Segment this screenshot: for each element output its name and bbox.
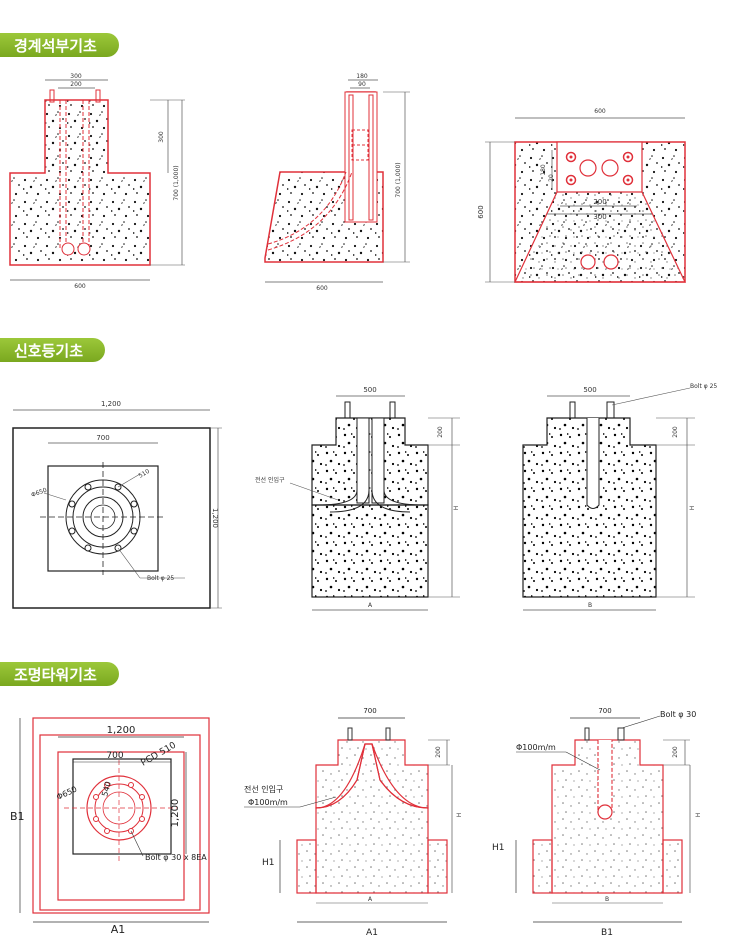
tower-section-b1: 700 Bolt φ 30 Φ100m/m 200 H H1 B B1 [492,707,702,938]
bolt25-signal-b: Bolt φ 25 [690,383,717,390]
label-B1-plan: B1 [10,810,25,823]
dim-700-side2: 700 (1,000) [395,162,402,197]
label-H1-a1: H1 [262,858,275,868]
section-title-signal: 신호등기초 [0,338,106,362]
tower-section-a1: 700 200 H H1 A A1 전선 인입구 Φ100m/m [244,707,463,938]
bolt25-signal-plan: Bolt φ 25 [147,575,174,582]
dim-300-side: 300 [158,131,165,143]
dim-1200-tower-top: 1,200 [107,725,136,736]
dim-600-side-bottom: 600 [316,285,328,292]
section-tab-tower: 조명타워기초 [0,662,119,686]
section-tab-boundary: 경계석부기초 [0,33,119,57]
section-title-boundary: 경계석부기초 [0,33,119,57]
dim-600-bottom: 600 [74,283,86,290]
bolt30x8-label: Bolt φ 30 x 8EA [145,853,207,862]
dim-200-a: 200 [437,426,444,438]
label-B1-section: B1 [601,928,613,938]
label-A: A [368,602,373,609]
dim-600-plan-side: 600 [477,205,485,218]
dim-180-plan: 180 [540,164,547,176]
boundary-side-view: 180 90 600 700 (1,000) [264,73,410,292]
pipe100-label-a1: Φ100m/m [248,798,288,807]
dim-200-plan: 200 [593,198,606,206]
dim-700-b1: 700 [598,707,611,715]
dim-500-b: 500 [583,386,596,394]
boundary-plan-view: 600 200 300 180 20 600 [477,108,686,283]
boundary-front-view: 300 200 600 300 700 (1,000) [9,73,185,290]
signal-plan-view: 1,200 700 1,200 510 Φ650 Bolt φ 25 [12,400,222,609]
dim-200-b: 200 [672,426,679,438]
label-B-b1: B [605,896,609,903]
label-A1-plan: A1 [111,923,126,936]
dim-700-tower: 700 [106,751,123,761]
label-H-b: H [689,506,696,511]
dim-540-label: 540 [100,780,113,797]
label-H-a: H [453,506,460,511]
dim-200-b1: 200 [672,746,679,758]
label-H1-b1: H1 [492,843,505,853]
dim-300-plan: 300 [593,213,606,221]
label-H-a1: H [456,813,463,818]
dim-700-signal: 700 [96,434,109,442]
section-tab-signal: 신호등기초 [0,338,106,362]
label-B: B [588,602,592,609]
dim-510-signal: 510 [138,468,152,480]
pipe100-label-b1: Φ100m/m [516,743,556,752]
dim-600-plan-top: 600 [594,108,606,115]
dim-700-side: 700 (1,000) [173,165,180,200]
dim-1200-signal-side: 1,200 [211,508,219,528]
dim-700-a1: 700 [363,707,376,715]
dim-90: 90 [358,81,366,88]
label-A1-section: A1 [366,928,378,938]
dim-180: 180 [356,73,368,80]
dim-200-top: 200 [70,81,82,88]
signal-section-a: 500 A 200 H 전선 인입구 [255,386,460,611]
tower-plan-view: 1,200 700 1,200 B1 A1 PCD 510 540 Φ650 B… [10,717,210,936]
label-A-a1: A [368,896,373,903]
bolt30-label: Bolt φ 30 [660,710,696,719]
wire-inlet-label-signal: 전선 인입구 [255,476,285,484]
dim-20-plan: 20 [548,174,555,182]
signal-section-b: 500 Bolt φ 25 B 200 H [522,383,717,611]
label-H-b1: H [695,813,702,818]
wire-inlet-label-tower: 전선 인입구 [244,784,283,794]
dim-500-a: 500 [363,386,376,394]
dim-1200-tower-side: 1,200 [170,799,181,828]
dim-300-top: 300 [70,73,82,80]
dim-1200-signal-top: 1,200 [101,400,121,408]
dim-200-a1: 200 [435,746,442,758]
section-title-tower: 조명타워기초 [0,662,119,686]
